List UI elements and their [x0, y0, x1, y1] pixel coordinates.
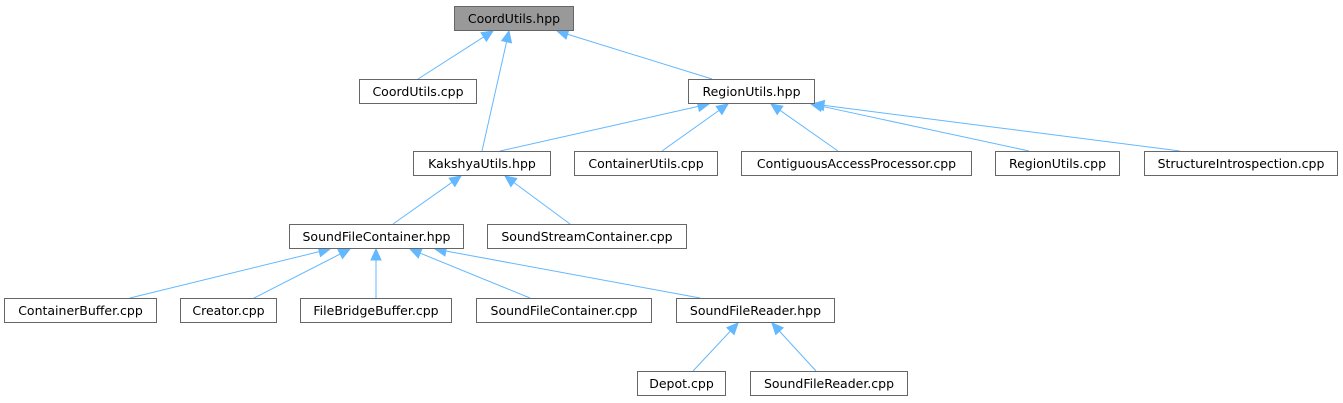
edge-line	[779, 330, 817, 372]
node-box[interactable]	[180, 298, 277, 323]
arrowhead-icon	[480, 30, 495, 43]
node-box[interactable]	[413, 151, 551, 176]
edge-line	[417, 36, 485, 80]
node-label: ContainerUtils.cpp	[588, 156, 703, 171]
node-box[interactable]	[995, 151, 1120, 176]
node-depot-cpp[interactable]: Depot.cpp	[637, 371, 726, 396]
edge-line	[253, 253, 341, 299]
node-label: SoundFileContainer.cpp	[491, 303, 638, 318]
node-coordutils-hpp[interactable]: CoordUtils.hpp	[454, 6, 574, 31]
node-label: SoundFileReader.hpp	[690, 303, 821, 318]
edge-line	[419, 252, 531, 299]
node-box[interactable]	[4, 298, 157, 323]
arrowhead-icon	[504, 175, 518, 188]
arrowhead-icon	[408, 247, 423, 259]
arrowhead-icon	[811, 99, 826, 112]
node-label: CoordUtils.hpp	[468, 11, 560, 26]
node-label: Depot.cpp	[649, 376, 714, 391]
node-soundfilecontainer-hpp[interactable]: SoundFileContainer.hpp	[289, 224, 464, 249]
node-filebridgebuffer-cpp[interactable]: FileBridgeBuffer.cpp	[300, 298, 452, 323]
edge-soundfilereader-cpp-to-soundfilereader-hpp	[771, 322, 817, 372]
arrowhead-icon	[337, 248, 352, 260]
edge-line	[513, 182, 571, 225]
node-box[interactable]	[300, 298, 452, 323]
node-creator-cpp[interactable]: Creator.cpp	[180, 298, 277, 323]
edge-regionutils-hpp-to-coordutils-hpp	[555, 28, 713, 80]
node-kakshyautils-hpp[interactable]: KakshyaUtils.hpp	[413, 151, 551, 176]
edge-soundstreamcontainer-cpp-to-kakshyautils-hpp	[504, 175, 571, 225]
node-soundfilecontainer-cpp[interactable]: SoundFileContainer.cpp	[476, 298, 652, 323]
node-label: CoordUtils.cpp	[372, 84, 463, 99]
node-box[interactable]	[476, 298, 652, 323]
node-regionutils-hpp[interactable]: RegionUtils.hpp	[688, 79, 815, 104]
node-label: SoundFileContainer.hpp	[303, 229, 451, 244]
node-soundstreamcontainer-cpp[interactable]: SoundStreamContainer.cpp	[487, 224, 687, 249]
edge-line	[779, 109, 839, 152]
node-soundfilereader-hpp[interactable]: SoundFileReader.hpp	[676, 298, 835, 323]
edge-containerutils-cpp-to-regionutils-hpp	[661, 103, 729, 152]
node-label: SoundStreamContainer.cpp	[501, 229, 672, 244]
arrowhead-icon	[771, 322, 785, 336]
edge-coordutils-cpp-to-coordutils-hpp	[417, 30, 495, 80]
node-box[interactable]	[1144, 151, 1338, 176]
node-box[interactable]	[750, 371, 908, 396]
node-label: StructureIntrospection.cpp	[1158, 156, 1325, 171]
edge-line	[499, 105, 699, 152]
node-label: RegionUtils.cpp	[1009, 156, 1106, 171]
node-box[interactable]	[487, 224, 687, 249]
edge-line	[823, 104, 1181, 152]
edge-creator-cpp-to-soundfilecontainer-hpp	[253, 248, 352, 299]
arrowhead-icon	[715, 103, 729, 116]
arrowhead-icon	[500, 29, 513, 44]
edge-line	[392, 181, 453, 225]
node-label: ContiguousAccessProcessor.cpp	[757, 156, 956, 171]
node-box[interactable]	[289, 224, 464, 249]
node-structintro-cpp[interactable]: StructureIntrospection.cpp	[1144, 151, 1338, 176]
node-box[interactable]	[688, 79, 815, 104]
edges-layer	[129, 28, 1181, 372]
edge-line	[661, 109, 720, 152]
edge-line	[129, 251, 320, 299]
node-label: FileBridgeBuffer.cpp	[313, 303, 438, 318]
arrowhead-icon	[770, 103, 784, 116]
node-soundfilereader-cpp[interactable]: SoundFileReader.cpp	[750, 371, 908, 396]
edge-line	[445, 250, 701, 299]
arrowhead-icon	[725, 322, 739, 336]
node-box[interactable]	[359, 79, 477, 104]
node-coordutils-cpp[interactable]: CoordUtils.cpp	[359, 79, 477, 104]
node-label: SoundFileReader.cpp	[764, 376, 894, 391]
edge-kakshyautils-hpp-to-regionutils-hpp	[499, 100, 711, 152]
edge-structintro-cpp-to-regionutils-hpp	[811, 99, 1181, 152]
edge-line	[692, 330, 731, 372]
node-box[interactable]	[454, 6, 574, 31]
edge-line	[567, 33, 713, 80]
edge-depot-cpp-to-soundfilereader-hpp	[692, 322, 739, 372]
edge-filebridgebuffer-cpp-to-soundfilecontainer-hpp	[370, 247, 382, 298]
edge-soundfilereader-hpp-to-soundfilecontainer-hpp	[433, 245, 701, 299]
node-box[interactable]	[574, 151, 718, 176]
edge-contiguous-cpp-to-regionutils-hpp	[770, 103, 839, 152]
edge-kakshyautils-hpp-to-coordutils-hpp	[481, 29, 513, 152]
edge-regionutils-cpp-to-regionutils-hpp	[809, 100, 1030, 152]
node-contiguous-cpp[interactable]: ContiguousAccessProcessor.cpp	[741, 151, 972, 176]
arrowhead-icon	[370, 247, 382, 261]
node-box[interactable]	[676, 298, 835, 323]
node-containerbuffer-cpp[interactable]: ContainerBuffer.cpp	[4, 298, 157, 323]
node-containerutils-cpp[interactable]: ContainerUtils.cpp	[574, 151, 718, 176]
node-label: RegionUtils.hpp	[702, 84, 800, 99]
node-regionutils-cpp[interactable]: RegionUtils.cpp	[995, 151, 1120, 176]
edge-line	[821, 105, 1030, 152]
edge-containerbuffer-cpp-to-soundfilecontainer-hpp	[129, 246, 332, 299]
edge-soundfilecontainer-hpp-to-kakshyautils-hpp	[392, 175, 462, 225]
arrowhead-icon	[448, 175, 462, 188]
node-label: ContainerBuffer.cpp	[18, 303, 143, 318]
node-label: KakshyaUtils.hpp	[428, 156, 536, 171]
node-label: Creator.cpp	[192, 303, 264, 318]
edge-line	[481, 41, 508, 152]
node-box[interactable]	[741, 151, 972, 176]
node-box[interactable]	[637, 371, 726, 396]
